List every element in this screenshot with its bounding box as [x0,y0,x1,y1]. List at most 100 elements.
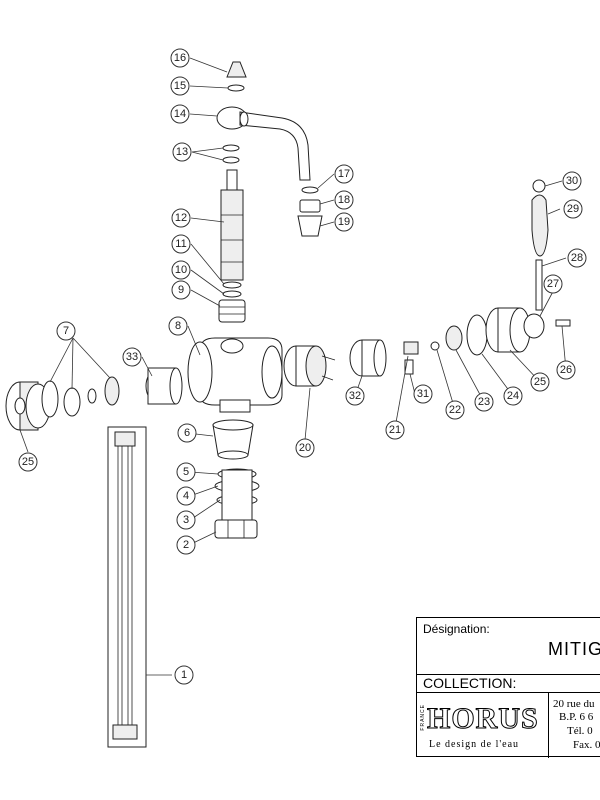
svg-text:9: 9 [178,284,184,296]
svg-text:11: 11 [175,238,186,250]
callout-32: 32 [345,386,365,406]
svg-text:6: 6 [184,427,190,439]
svg-text:4: 4 [183,490,189,502]
callout-11: 11 [171,234,191,254]
callout-6: 6 [177,423,197,443]
svg-text:32: 32 [349,390,361,402]
part-oring-24 [466,314,488,356]
part-stem-21 [403,341,419,375]
part-base-6 [212,419,254,460]
callout-23: 23 [474,392,494,412]
svg-text:10: 10 [175,264,187,276]
svg-text:28: 28 [571,252,583,264]
callout-30: 30 [562,171,582,191]
svg-text:24: 24 [507,390,519,402]
svg-text:12: 12 [175,212,187,224]
part-orings-13 [222,144,240,164]
svg-text:15: 15 [174,80,186,92]
svg-text:3: 3 [183,514,189,526]
callout-12: 12 [171,208,191,228]
address-line-1: 20 rue du [553,698,595,710]
part-hose-1 [107,426,147,748]
collection-label: COLLECTION: [423,675,517,691]
callout-28: 28 [567,248,587,268]
part-spout-body [216,106,311,181]
callout-2: 2 [176,535,196,555]
callout-31: 31 [413,384,433,404]
title-block-divider [417,674,600,675]
part-spout-tube-12 [220,169,244,281]
part-mixer-body [187,337,283,413]
svg-text:5: 5 [183,466,189,478]
part-disc-23 [445,325,463,351]
svg-text:22: 22 [449,404,461,416]
callout-4: 4 [176,486,196,506]
svg-text:1: 1 [181,669,187,681]
callout-25-right: 25 [530,372,550,392]
brand-tagline: Le design de l'eau [429,739,520,750]
callout-14: 14 [170,104,190,124]
part-nut-33 [145,367,183,405]
callout-27: 27 [543,274,563,294]
callout-20: 20 [295,438,315,458]
svg-text:16: 16 [174,52,186,64]
brand-logo: HORUS [427,702,539,736]
callout-1: 1 [174,665,194,685]
callout-9: 9 [171,280,191,300]
part-washer-22 [430,341,440,351]
part-washer-15 [227,84,245,92]
part-rings-9-10-11 [218,281,246,323]
callout-18: 18 [334,190,354,210]
callout-26: 26 [556,360,576,380]
svg-text:27: 27 [547,278,559,290]
svg-text:33: 33 [126,351,138,363]
part-set-7 [41,376,120,418]
designation-value: MITIG [548,639,600,659]
callout-13: 13 [172,142,192,162]
callout-16: 16 [170,48,190,68]
callout-17: 17 [334,164,354,184]
callout-5: 5 [176,462,196,482]
address-line-4: Fax. 0 [573,739,600,751]
svg-text:13: 13 [176,146,188,158]
part-nut-2 [214,519,258,539]
callout-25-left: 25 [18,452,38,472]
part-rings-3-4-5 [214,468,260,521]
brand-origin: FRANCE [420,704,426,731]
svg-text:2: 2 [183,539,189,551]
svg-text:23: 23 [478,396,490,408]
part-screw-26 [555,319,571,327]
callout-29: 29 [563,199,583,219]
part-aerator [297,186,323,237]
callout-10: 10 [171,260,191,280]
address-line-2: B.P. 6 6 [559,711,594,723]
svg-text:25: 25 [534,376,546,388]
svg-text:20: 20 [299,442,311,454]
callout-7: 7 [56,321,76,341]
svg-text:25: 25 [22,456,34,468]
brand-cell [417,692,549,758]
svg-text:8: 8 [175,320,181,332]
address-line-3: Tél. 0 [567,725,593,737]
part-cap [226,61,247,78]
callout-19: 19 [334,212,354,232]
callout-21: 21 [385,420,405,440]
part-nut-32 [349,339,387,377]
part-escutcheon-25-left [5,381,51,431]
svg-text:18: 18 [338,194,350,206]
part-handle-base-25 [485,307,545,353]
svg-text:29: 29 [567,203,579,215]
svg-text:14: 14 [174,108,186,120]
callout-22: 22 [445,400,465,420]
callout-15: 15 [170,76,190,96]
callout-33: 33 [122,347,142,367]
designation-label: Désignation: [423,622,490,636]
title-block: Désignation: MITIG COLLECTION: FRANCE HO… [416,617,600,758]
svg-text:7: 7 [63,325,69,337]
svg-text:17: 17 [338,168,350,180]
title-block-divider-2 [417,692,600,693]
callout-24: 24 [503,386,523,406]
part-cartridge-20 [283,345,336,387]
part-lever-28-29-30 [531,179,549,311]
